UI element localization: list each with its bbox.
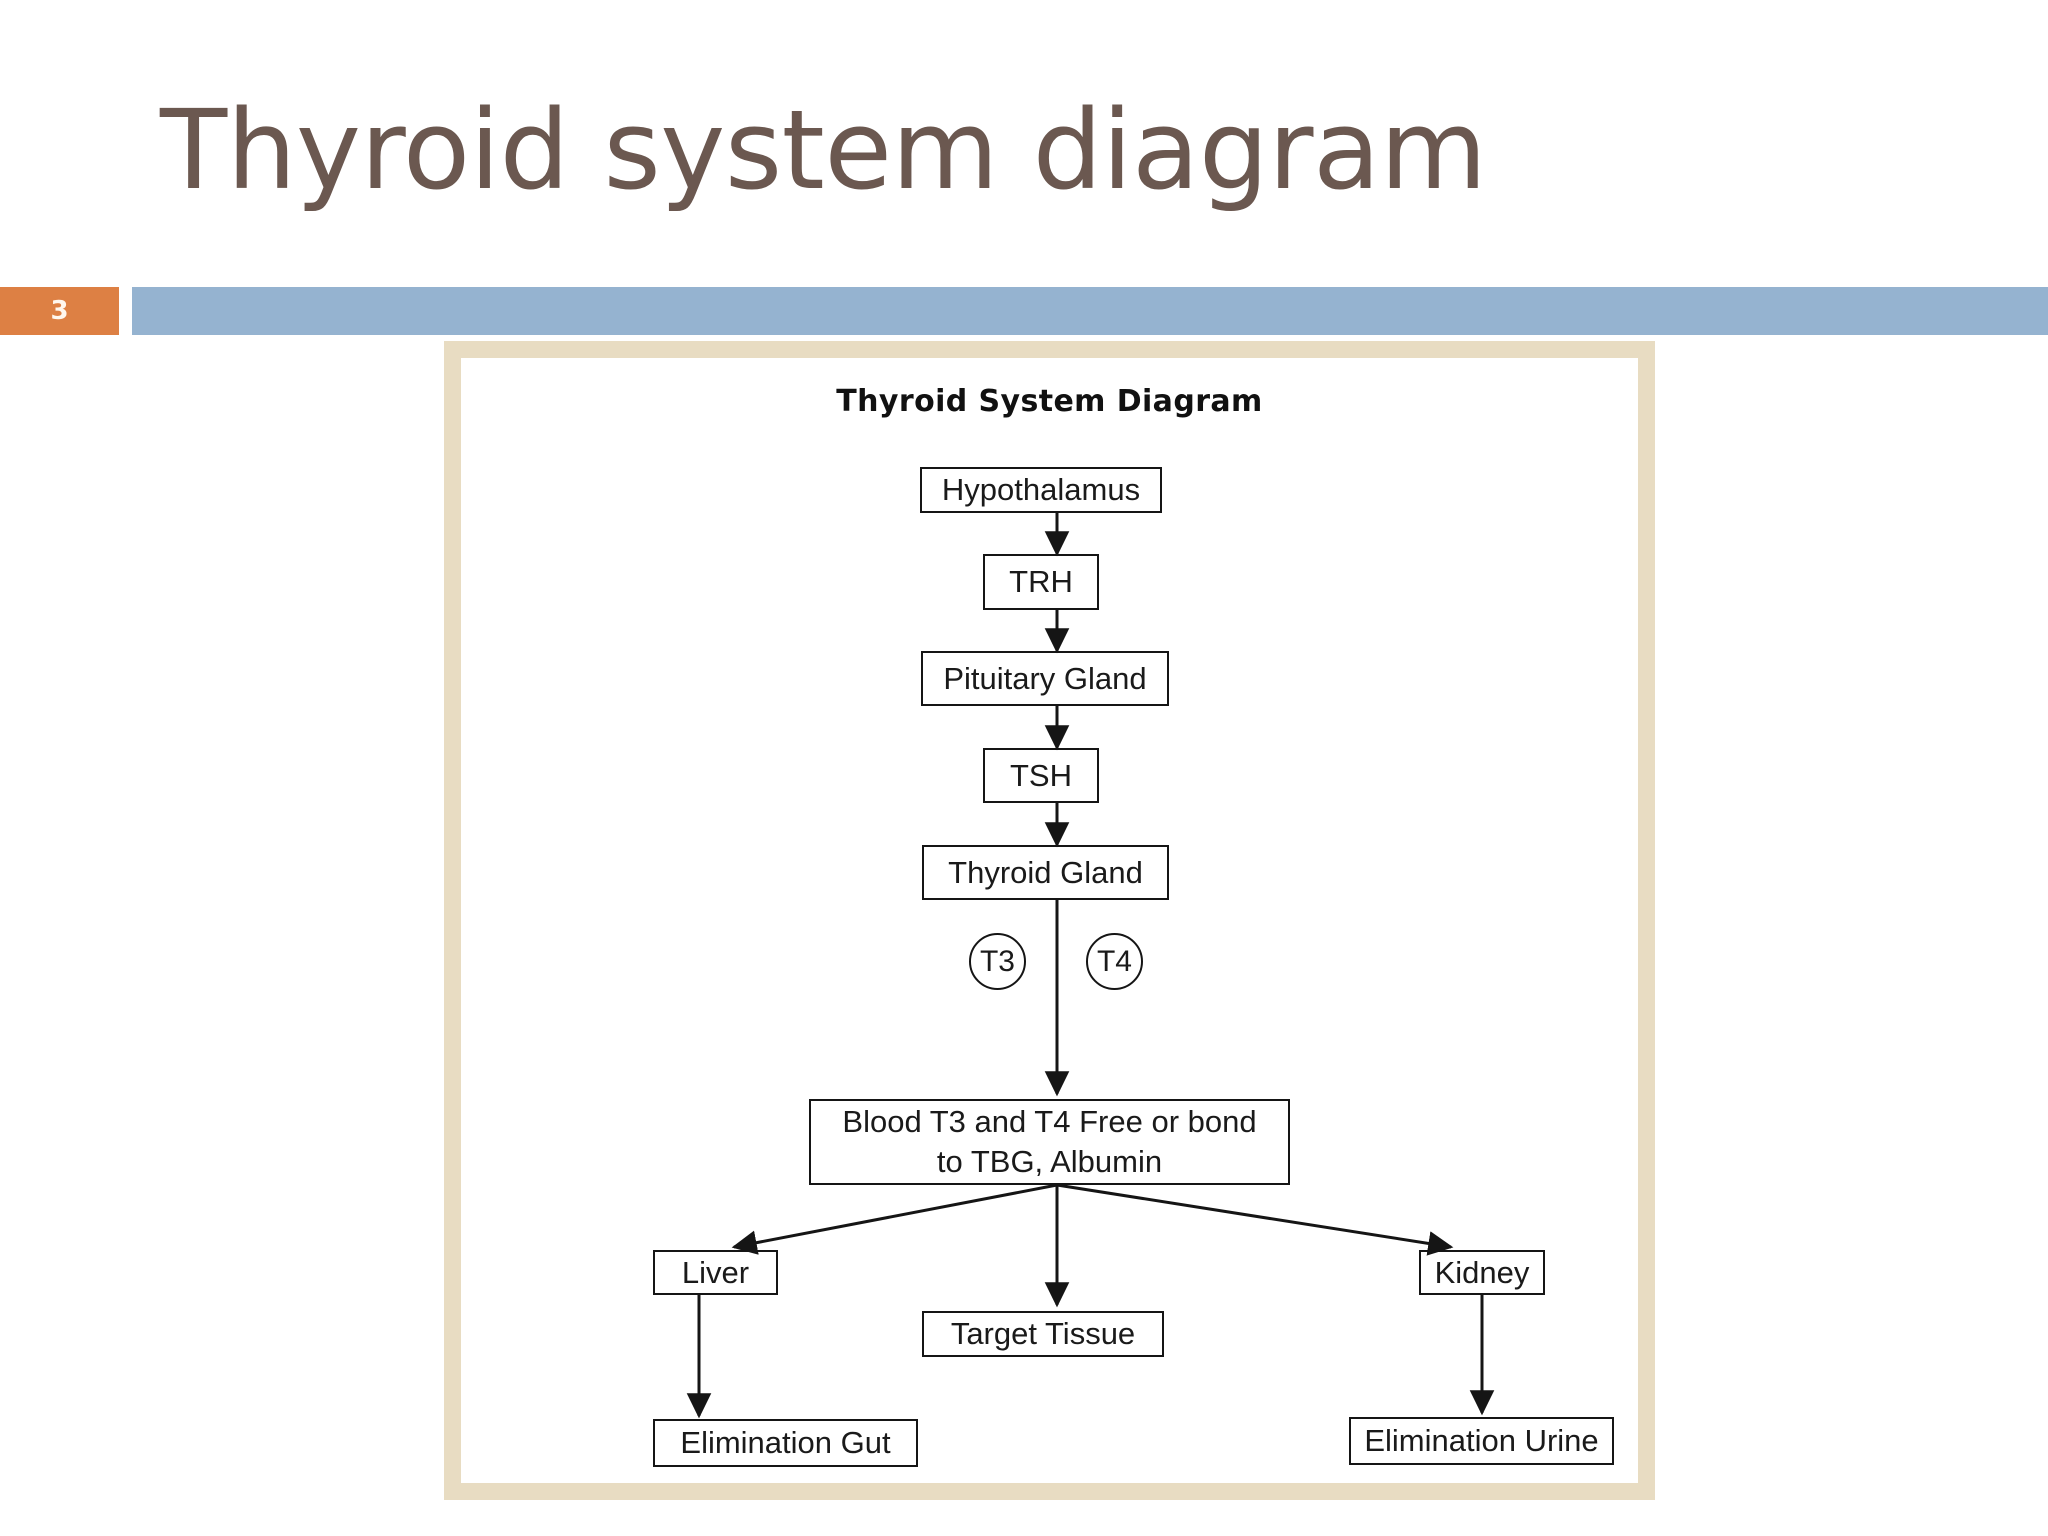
node-trh[interactable]: TRH — [983, 554, 1099, 610]
node-liver[interactable]: Liver — [653, 1250, 778, 1295]
node-kidney[interactable]: Kidney — [1419, 1250, 1545, 1295]
diagram-picture-frame: Thyroid System Diagram — [444, 341, 1655, 1500]
diagram-title: Thyroid System Diagram — [836, 384, 1263, 419]
node-t4[interactable]: T4 — [1086, 933, 1143, 990]
node-pituitary-gland[interactable]: Pituitary Gland — [921, 651, 1169, 706]
node-target-tissue[interactable]: Target Tissue — [922, 1311, 1164, 1357]
slide-number: 3 — [50, 296, 69, 326]
node-tsh[interactable]: TSH — [983, 748, 1099, 803]
page-title: Thyroid system diagram — [160, 86, 1487, 214]
node-elimination-urine[interactable]: Elimination Urine — [1349, 1417, 1614, 1465]
slide-number-badge: 3 — [0, 287, 119, 335]
node-hypothalamus[interactable]: Hypothalamus — [920, 467, 1162, 513]
node-blood-t3-t4[interactable]: Blood T3 and T4 Free or bond to TBG, Alb… — [809, 1099, 1290, 1185]
node-elimination-gut[interactable]: Elimination Gut — [653, 1419, 918, 1467]
diagram-canvas: Thyroid System Diagram — [461, 358, 1638, 1483]
node-thyroid-gland[interactable]: Thyroid Gland — [922, 845, 1169, 900]
node-t3[interactable]: T3 — [969, 933, 1026, 990]
header-accent-bar — [132, 287, 2048, 335]
